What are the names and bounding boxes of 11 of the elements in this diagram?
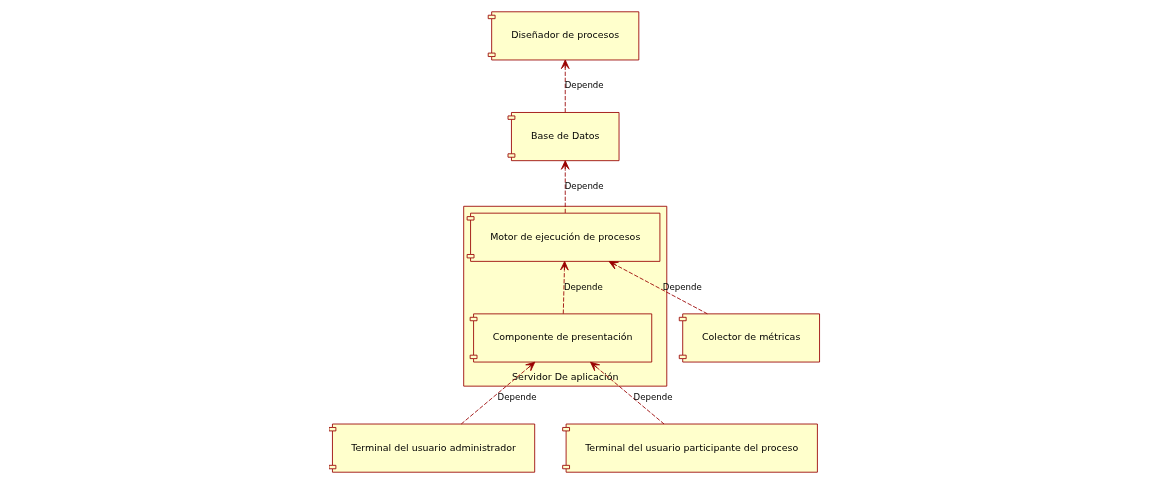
edge-label: Depende [563, 281, 603, 292]
arrow [560, 59, 570, 113]
arrow [608, 261, 708, 315]
edge-label: Depende [564, 80, 604, 91]
arrow [559, 261, 569, 315]
edge-label: Depende [497, 391, 536, 402]
edge-label: Depende [564, 181, 604, 192]
arrow [460, 361, 535, 425]
edge-label: Depende [633, 391, 672, 402]
arrow [560, 160, 570, 214]
arrow [589, 361, 664, 425]
